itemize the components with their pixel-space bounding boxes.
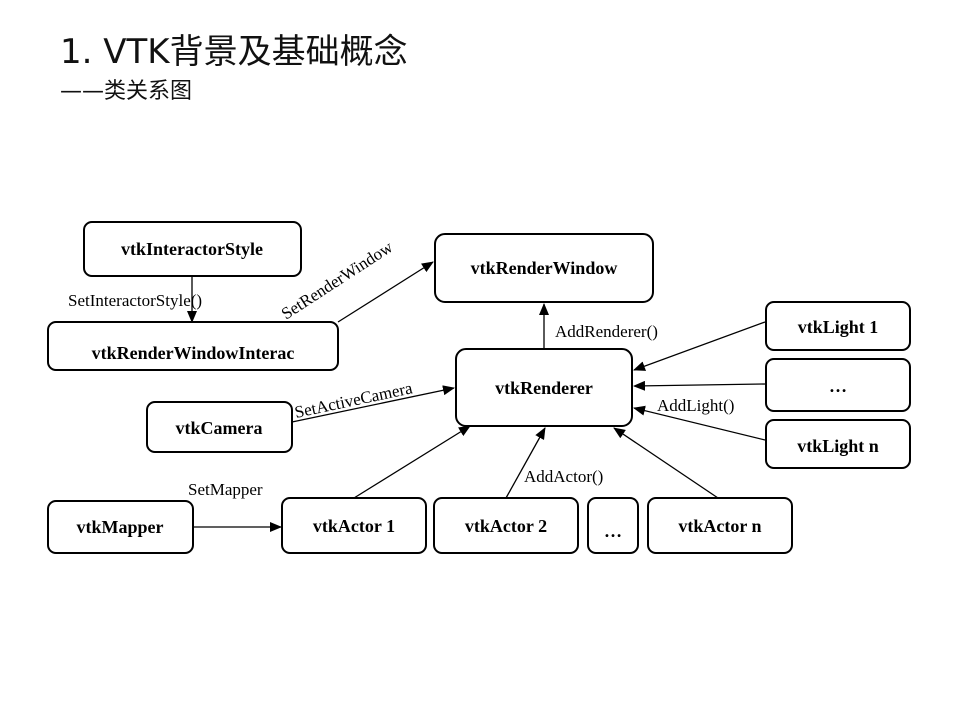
node-vtk-actor-ellipsis: … (587, 497, 639, 554)
node-label: vtkRenderWindow (471, 258, 618, 278)
slide-subtitle: ——类关系图 (60, 79, 193, 104)
node-vtk-light-1: vtkLight 1 (765, 301, 911, 351)
label-add-actor: AddActor() (524, 467, 603, 486)
edge-light-n-to-renderer (633, 405, 766, 441)
edge-actor-n-to-renderer (613, 427, 719, 499)
node-vtk-interactor-style: vtkInteractorStyle (83, 221, 302, 277)
edge-actor-2-to-renderer (505, 427, 546, 499)
node-vtk-mapper: vtkMapper (47, 500, 194, 554)
node-vtk-render-window-interactor: vtkRenderWindowInterac (47, 321, 339, 371)
label-add-renderer: AddRenderer() (555, 322, 658, 341)
node-vtk-light-n: vtkLight n (765, 419, 911, 469)
label-set-interactor-style: SetInteractorStyle() (68, 291, 202, 310)
label-set-mapper: SetMapper (188, 480, 263, 499)
edge-actor-1-to-renderer (353, 425, 471, 499)
node-vtk-render-window: vtkRenderWindow (434, 233, 654, 303)
node-label: … (604, 521, 622, 541)
edge-camera-to-renderer (291, 385, 455, 423)
node-label: vtkMapper (77, 517, 164, 537)
node-label: vtkActor 1 (313, 516, 395, 536)
node-label: vtkInteractorStyle (121, 239, 263, 259)
node-vtk-light-ellipsis: … (765, 358, 911, 412)
node-vtk-renderer: vtkRenderer (455, 348, 633, 427)
node-label: vtkActor n (678, 516, 761, 536)
node-label: vtkLight n (797, 436, 879, 456)
slide-title: 1. VTK背景及基础概念 (60, 32, 408, 72)
node-vtk-actor-1: vtkActor 1 (281, 497, 427, 554)
node-vtk-actor-n: vtkActor n (647, 497, 793, 554)
edge-light-ellipsis-to-renderer (633, 380, 766, 391)
node-label: … (829, 376, 847, 396)
node-label: vtkRenderer (495, 378, 593, 398)
node-label: vtkLight 1 (798, 317, 879, 337)
node-label: vtkCamera (176, 418, 263, 438)
edge-interactor-to-render-window (337, 261, 434, 323)
node-vtk-camera: vtkCamera (146, 401, 293, 453)
label-add-light: AddLight() (657, 396, 734, 415)
node-vtk-actor-2: vtkActor 2 (433, 497, 579, 554)
edges (187, 261, 766, 532)
label-set-active-camera: SetActiveCamera (293, 378, 415, 422)
edge-light-1-to-renderer (633, 321, 766, 371)
node-label: vtkRenderWindowInterac (92, 343, 295, 363)
node-label: vtkActor 2 (465, 516, 547, 536)
